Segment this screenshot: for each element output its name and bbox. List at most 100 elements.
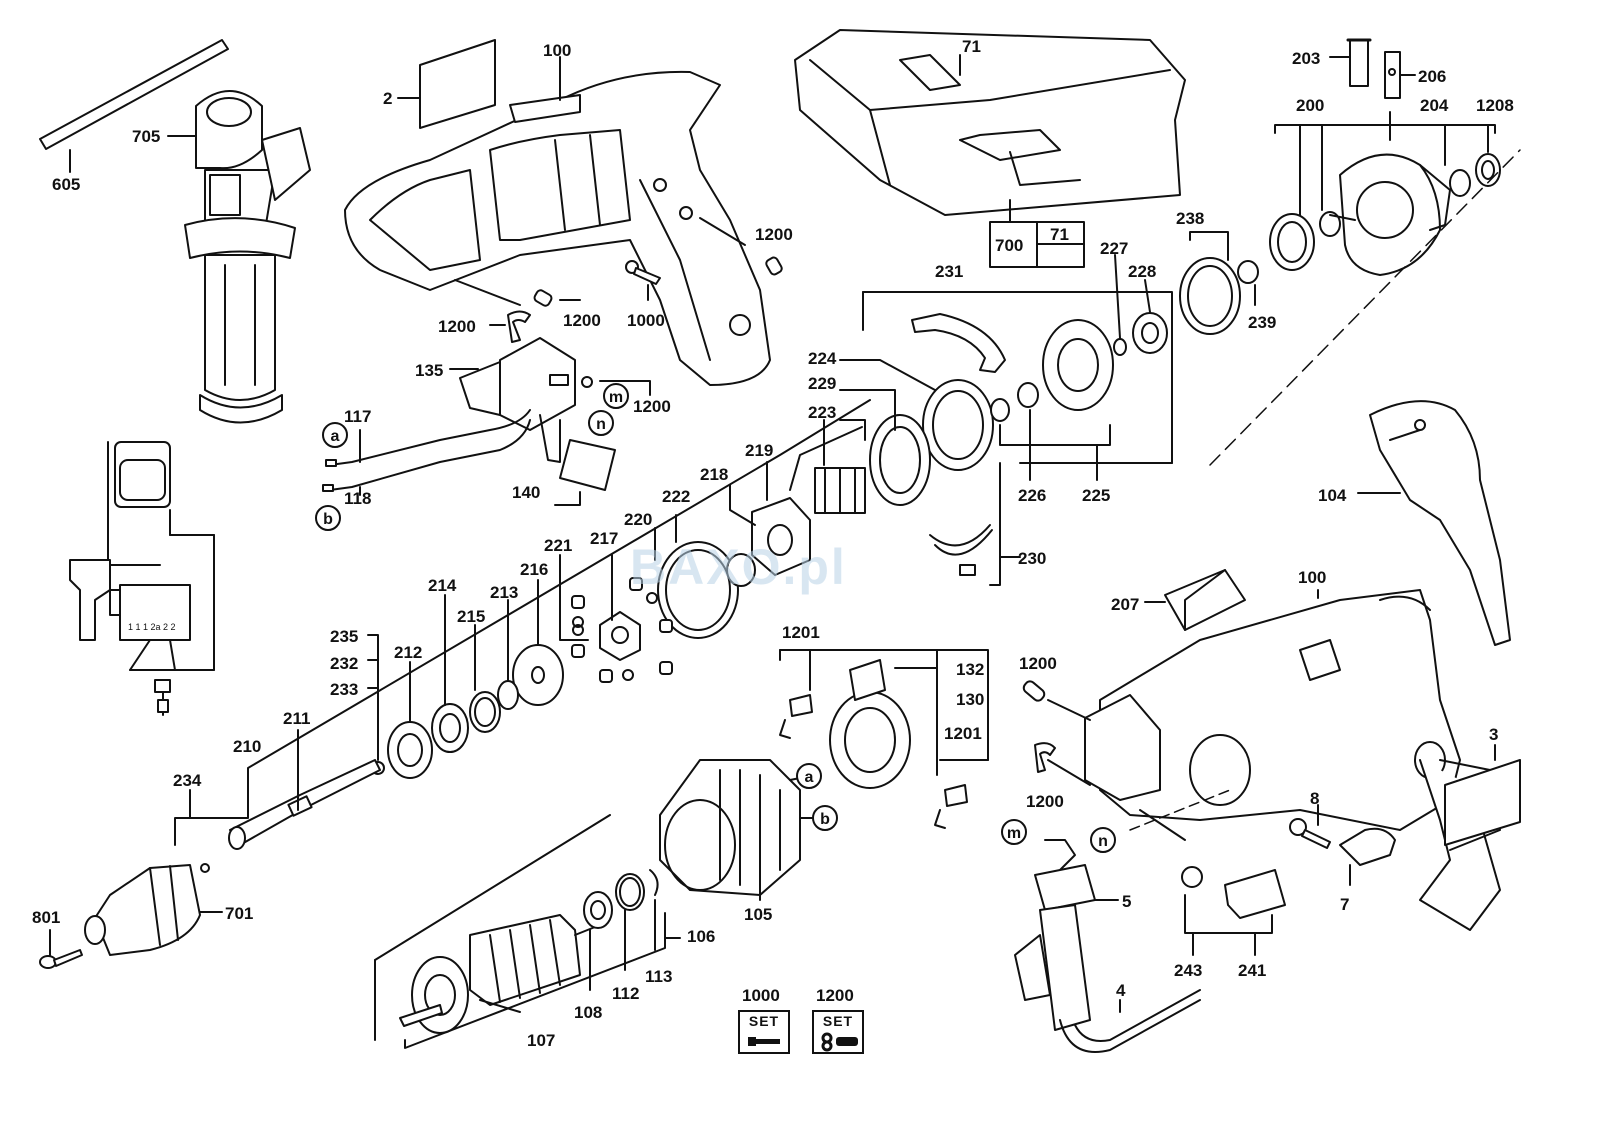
part-label-1200: 1200 [1026, 792, 1064, 811]
part-label-705: 705 [132, 127, 161, 146]
part-label-227: 227 [1100, 239, 1129, 258]
part-label-204: 204 [1420, 96, 1449, 115]
part-label-1201: 1201 [944, 724, 982, 743]
housing-assembly-100-drawing [1084, 589, 1501, 931]
part-label-113: 113 [645, 967, 673, 986]
set-badge-pins: SET [812, 1010, 864, 1054]
part-label-71: 71 [962, 37, 981, 56]
part-label-1200: 1200 [438, 317, 476, 336]
set-badge-label: SET [748, 1013, 780, 1029]
part-label-1200: 1200 [1019, 654, 1057, 673]
part-label-221: 221 [544, 536, 573, 555]
screw-icon [748, 1037, 780, 1046]
part-label-214: 214 [428, 576, 457, 595]
part-label-1000: 1000 [742, 986, 780, 1005]
part-label-7: 7 [1340, 895, 1350, 914]
part-label-3: 3 [1489, 725, 1499, 744]
part-label-239: 239 [1248, 313, 1277, 332]
part-label-219: 219 [745, 441, 774, 460]
part-label-132: 132 [956, 660, 985, 679]
part-label-135: 135 [415, 361, 444, 380]
part-label-100: 100 [543, 41, 572, 60]
part-label-1208: 1208 [1476, 96, 1514, 115]
part-label-1200: 1200 [816, 986, 854, 1005]
switch-135-drawing [459, 337, 593, 431]
connector-mark-n: n [588, 410, 614, 436]
part-label-5: 5 [1122, 892, 1132, 911]
part-label-2: 2 [383, 89, 393, 108]
part-label-203: 203 [1292, 49, 1321, 68]
connector-mark-a: a [796, 763, 822, 789]
carrying-case-71-drawing [794, 29, 1186, 216]
part-label-140: 140 [512, 483, 541, 502]
watermark-text: BAXO.pl [630, 539, 847, 595]
part-label-217: 217 [590, 529, 619, 548]
chuck-701-drawing [84, 864, 201, 956]
part-label-226: 226 [1018, 486, 1047, 505]
part-label-238: 238 [1176, 209, 1205, 228]
part-label-8: 8 [1310, 789, 1320, 808]
part-label-206: 206 [1418, 67, 1447, 86]
part-label-106: 106 [687, 927, 716, 946]
part-label-71: 71 [1050, 225, 1069, 244]
part-label-220: 220 [624, 510, 653, 529]
armature-107-drawing [399, 914, 601, 1034]
part-label-243: 243 [1174, 961, 1203, 980]
part-label-212: 212 [394, 643, 423, 662]
part-label-1000: 1000 [627, 311, 665, 330]
screw-1000-drawing [625, 260, 661, 285]
pin-1200-drawing [533, 256, 1046, 702]
part-label-200: 200 [1296, 96, 1325, 115]
part-label-213: 213 [490, 583, 519, 602]
part-label-4: 4 [1116, 981, 1126, 1000]
part-label-207: 207 [1111, 595, 1140, 614]
wiring-schematic-drawing [69, 441, 215, 716]
brush-holder-130-drawing [779, 659, 968, 829]
part-label-605: 605 [52, 175, 81, 194]
part-label-235: 235 [330, 627, 359, 646]
connector-mark-b: b [315, 505, 341, 531]
housing-half-100-drawing [344, 70, 771, 386]
part-label-224: 224 [808, 349, 837, 368]
set-badge-label: SET [822, 1013, 854, 1029]
part-label-241: 241 [1238, 961, 1267, 980]
connector-mark-m: m [603, 383, 629, 409]
part-label-216: 216 [520, 560, 549, 579]
part-label-118: 118 [344, 489, 372, 508]
part-label-130: 130 [956, 690, 985, 709]
part-label-100: 100 [1298, 568, 1327, 587]
spindle-211-drawing [228, 759, 381, 850]
part-label-225: 225 [1082, 486, 1111, 505]
part-label-104: 104 [1318, 486, 1347, 505]
connector-mark-m: m [1001, 819, 1027, 845]
part-label-107: 107 [527, 1031, 556, 1050]
part-label-223: 223 [808, 403, 837, 422]
part-label-233: 233 [330, 680, 359, 699]
part-label-230: 230 [1018, 549, 1047, 568]
part-label-1201: 1201 [782, 623, 820, 642]
part-label-1200: 1200 [755, 225, 793, 244]
connector-mark-n: n [1090, 827, 1116, 853]
part-label-234: 234 [173, 771, 202, 790]
part-label-112: 112 [612, 984, 640, 1003]
part-label-231: 231 [935, 262, 964, 281]
pin-clip-icon [821, 1032, 858, 1052]
part-label-801: 801 [32, 908, 61, 927]
handle-cover-104-drawing [1369, 400, 1511, 646]
stator-105-drawing [659, 759, 801, 896]
set-badge-screws: SET [738, 1010, 790, 1054]
part-label-210: 210 [233, 737, 262, 756]
part-label-700: 700 [995, 236, 1024, 255]
part-label-117: 117 [344, 407, 372, 426]
switch-pin-labels: 1 1 1 2a 2 2 [128, 622, 176, 632]
part-label-215: 215 [457, 607, 486, 626]
cable-strain-relief-drawing [1014, 839, 1201, 1053]
connector-mark-b: b [812, 805, 838, 831]
part-label-218: 218 [700, 465, 729, 484]
part-label-108: 108 [574, 1003, 603, 1022]
part-label-229: 229 [808, 374, 837, 393]
rod-605-drawing [39, 39, 229, 150]
part-label-1200: 1200 [563, 311, 601, 330]
side-handle-705-drawing [184, 90, 311, 424]
